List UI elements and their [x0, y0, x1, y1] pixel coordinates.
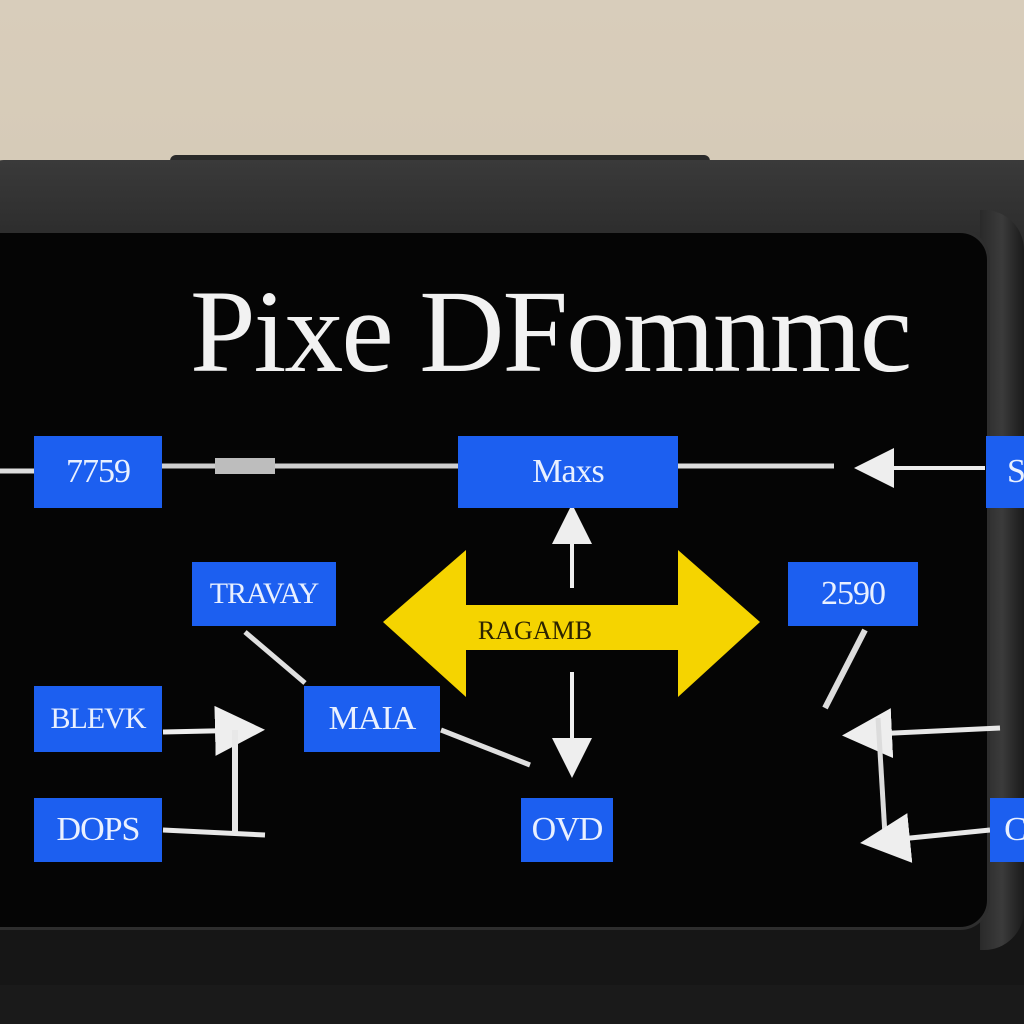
node-bottom-right: C — [990, 798, 1024, 862]
node-bottom-center: OVD — [521, 798, 613, 862]
device-bottom-edge — [0, 985, 1024, 1024]
connector-right-bottom — [860, 813, 991, 863]
diagram-title: Pixe DFomnmc — [190, 266, 912, 397]
node-lower-left: BLEVK — [34, 686, 162, 752]
connector-right-top — [842, 708, 1001, 759]
node-top-center: Maxs — [458, 436, 678, 508]
double-arrow — [383, 550, 760, 697]
node-mid-right: 2590 — [788, 562, 918, 626]
connector-travay-maia — [243, 630, 307, 685]
connector-dops-out — [162, 827, 266, 838]
cable-plug — [215, 458, 275, 474]
node-mid-left: TRAVAY — [192, 562, 336, 626]
node-top-right: S — [986, 436, 1024, 508]
connector-maia-ovd — [440, 727, 531, 768]
connector-2590-down — [822, 628, 868, 710]
connector-blevk-out — [162, 705, 265, 756]
double-arrow-label: RAGAMB — [477, 616, 593, 645]
node-bottom-left: DOPS — [34, 798, 162, 862]
node-top-left: 7759 — [34, 436, 162, 508]
node-lower-center: MAIA — [304, 686, 440, 752]
